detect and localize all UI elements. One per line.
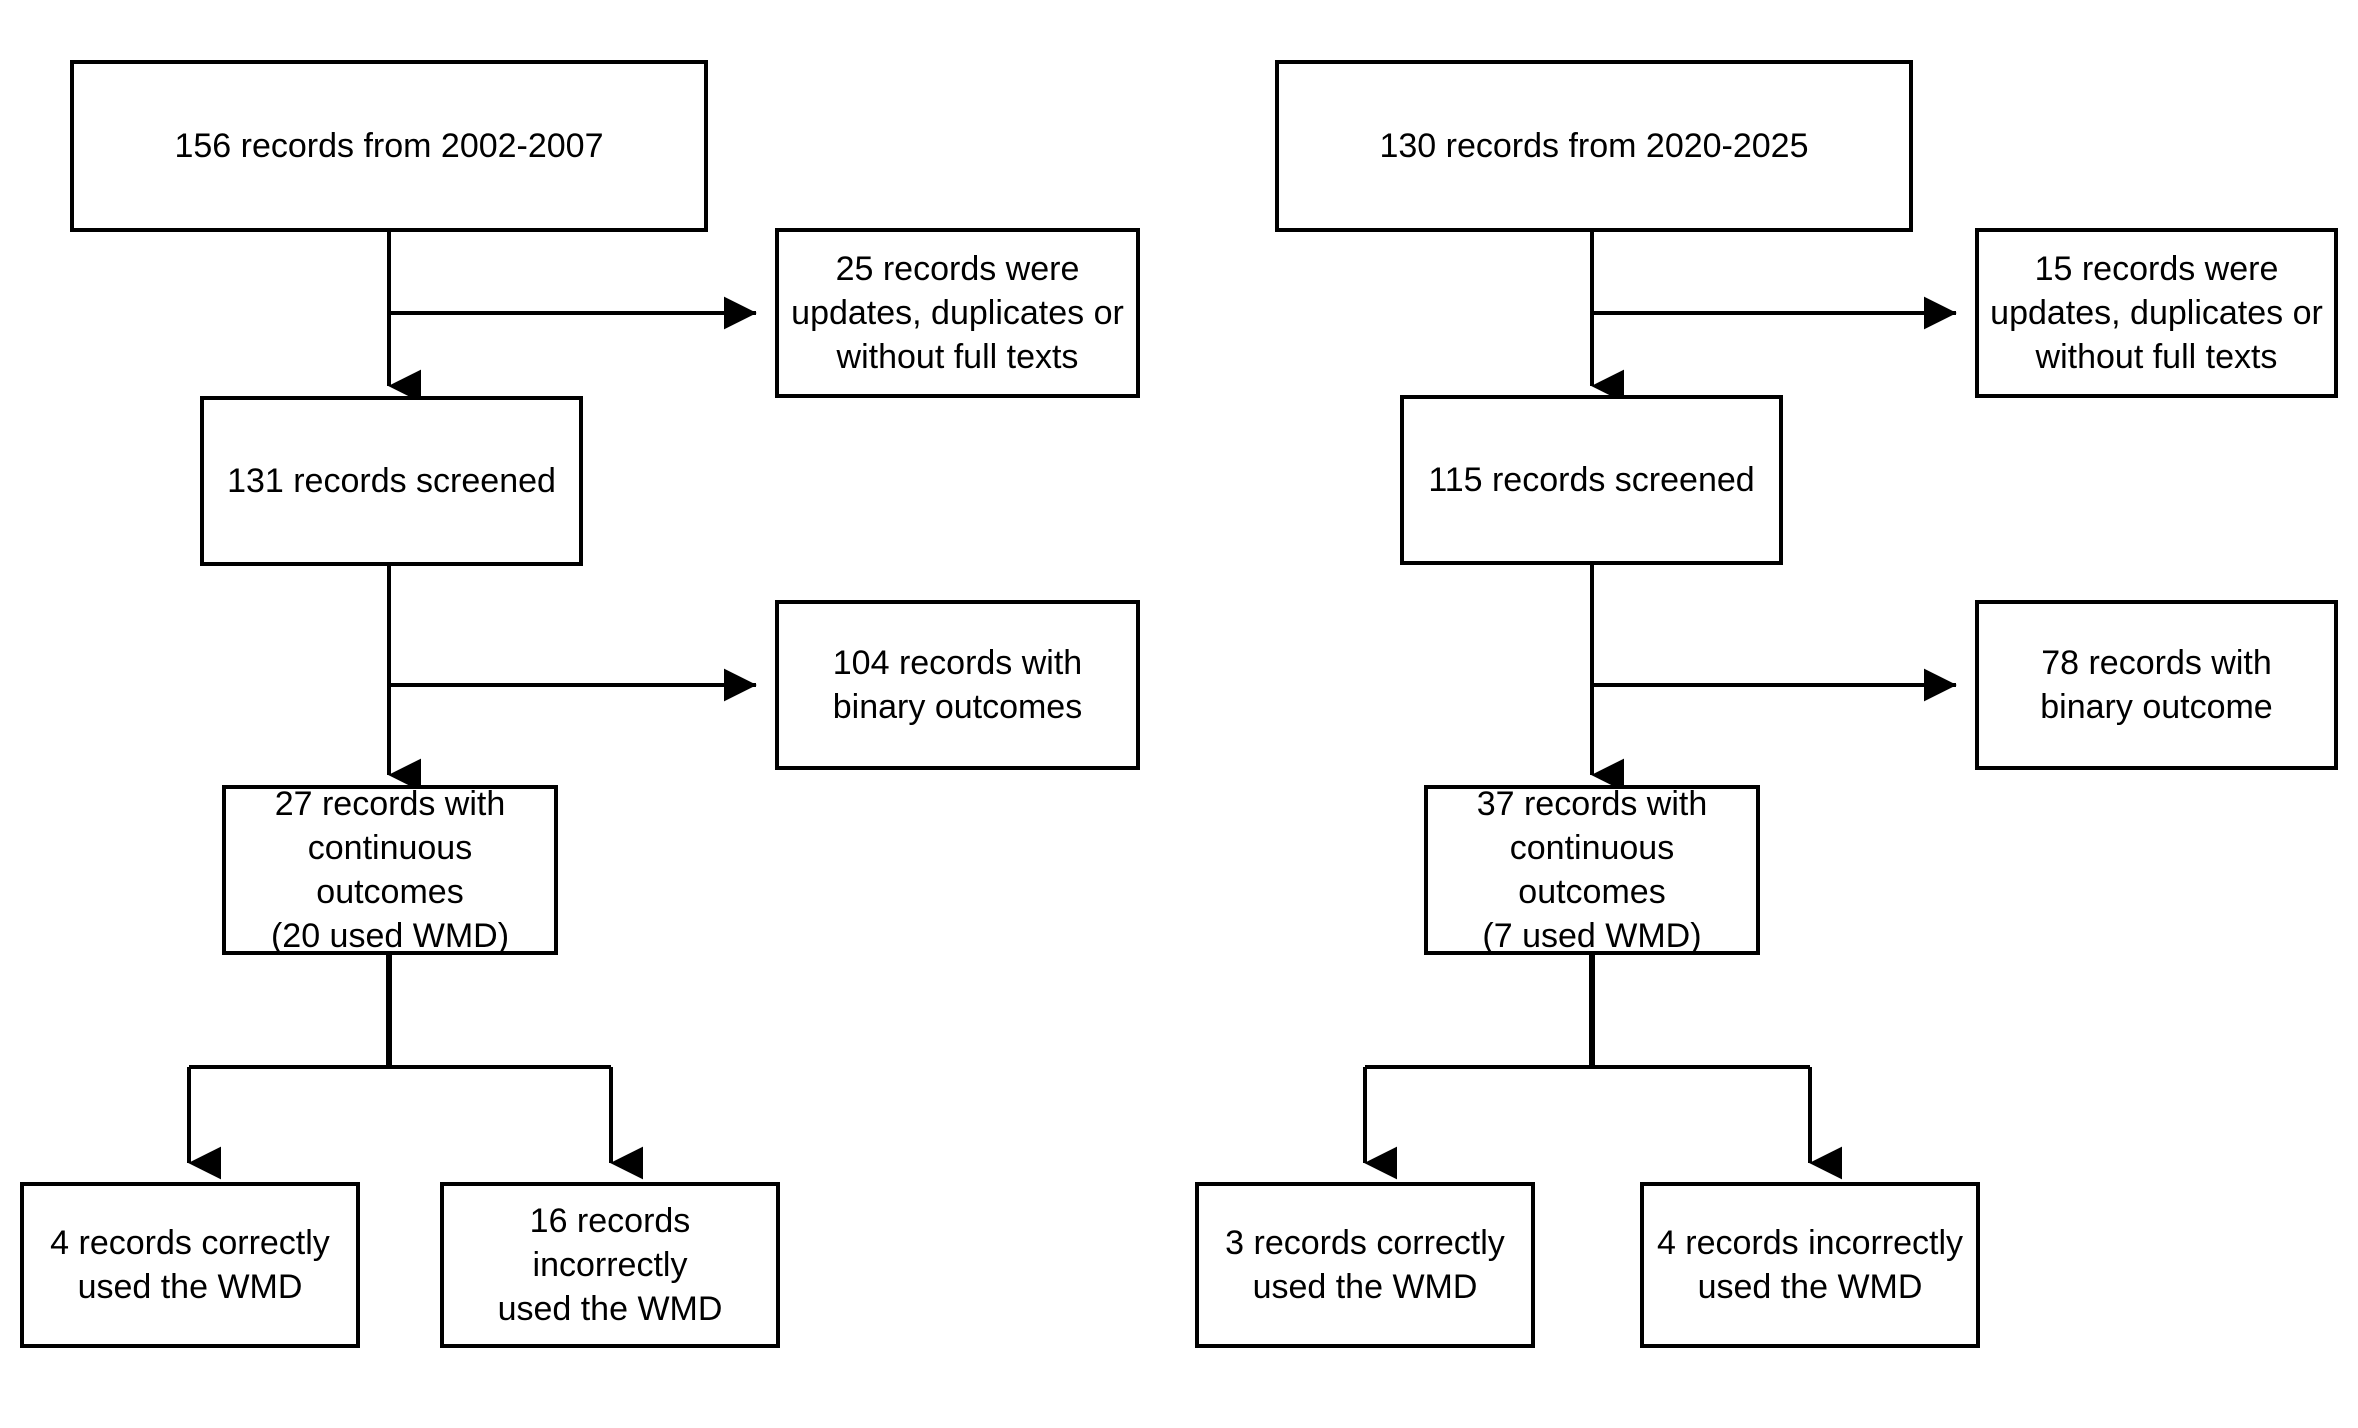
node-l-correct: 4 records correctly used the WMD: [20, 1182, 360, 1348]
node-l-excl-1-label: 25 records were updates, duplicates or w…: [791, 249, 1124, 377]
node-l-excl-1: 25 records were updates, duplicates or w…: [775, 228, 1140, 398]
node-r-excl-1-label: 15 records were updates, duplicates or w…: [1990, 249, 2323, 377]
node-l-source: 156 records from 2002-2007: [70, 60, 708, 232]
node-r-excl-2-label: 78 records with binary outcome: [2040, 643, 2273, 726]
node-l-excl-2: 104 records with binary outcomes: [775, 600, 1140, 770]
node-l-incorrect: 16 records incorrectly used the WMD: [440, 1182, 780, 1348]
node-l-screened-label: 131 records screened: [227, 461, 556, 500]
node-r-excl-2: 78 records with binary outcome: [1975, 600, 2338, 770]
node-l-cont: 27 records with continuous outcomes (20 …: [222, 785, 558, 955]
node-r-correct: 3 records correctly used the WMD: [1195, 1182, 1535, 1348]
node-r-excl-1: 15 records were updates, duplicates or w…: [1975, 228, 2338, 398]
node-r-screened: 115 records screened: [1400, 395, 1783, 565]
node-l-incorrect-label: 16 records incorrectly used the WMD: [497, 1201, 723, 1329]
node-r-cont: 37 records with continuous outcomes (7 u…: [1424, 785, 1760, 955]
node-r-screened-label: 115 records screened: [1428, 460, 1755, 499]
node-l-cont-label: 27 records with continuous outcomes (20 …: [270, 784, 510, 956]
connector-l-cont-fork: [187, 955, 643, 1180]
node-l-excl-2-label: 104 records with binary outcomes: [832, 643, 1083, 726]
node-r-cont-label: 37 records with continuous outcomes (7 u…: [1476, 784, 1708, 956]
node-r-incorrect: 4 records incorrectly used the WMD: [1640, 1182, 1980, 1348]
node-r-source-label: 130 records from 2020-2025: [1379, 126, 1809, 165]
node-r-incorrect-label: 4 records incorrectly used the WMD: [1656, 1223, 1964, 1306]
node-r-correct-label: 3 records correctly used the WMD: [1225, 1223, 1505, 1306]
node-l-correct-label: 4 records correctly used the WMD: [50, 1223, 330, 1306]
connector-r-cont-fork: [1363, 955, 1842, 1180]
node-l-source-label: 156 records from 2002-2007: [174, 126, 604, 165]
node-l-screened: 131 records screened: [200, 396, 583, 566]
node-r-source: 130 records from 2020-2025: [1275, 60, 1913, 232]
